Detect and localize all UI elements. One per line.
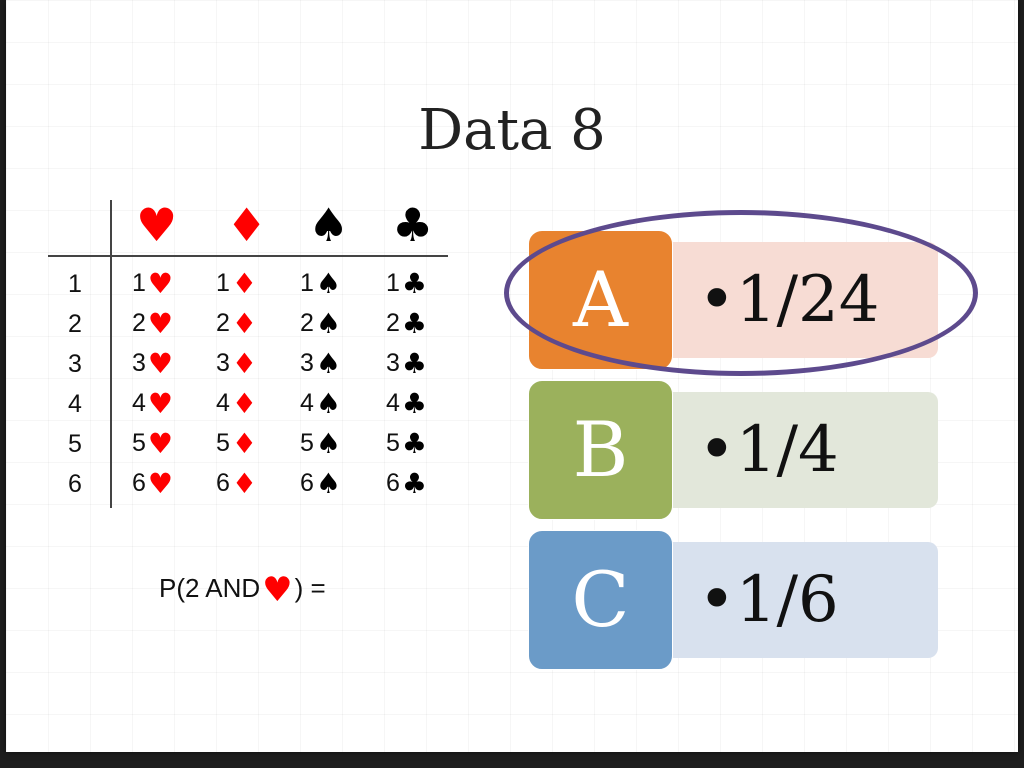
row-label: 1: [68, 270, 82, 298]
diamond-icon: ♦: [231, 347, 258, 380]
table-cell: 4♥: [132, 387, 174, 420]
table-cell: 3♠: [300, 347, 342, 380]
heart-icon: ♥: [147, 427, 174, 460]
diamond-icon: ♦: [231, 267, 258, 300]
option-letter: C: [528, 530, 673, 670]
heart-icon: ♥: [147, 387, 174, 420]
spade-icon: ♠: [315, 427, 342, 460]
diamond-icon: ♦: [226, 198, 268, 252]
spade-icon: ♠: [315, 267, 342, 300]
option-value: •1/6: [698, 563, 839, 637]
table-cell: 5♦: [216, 427, 258, 460]
table-cell: 1♥: [132, 267, 174, 300]
club-icon: ♣: [401, 347, 428, 380]
slide-title: Data 8: [418, 98, 606, 163]
club-icon: ♣: [401, 387, 428, 420]
spade-icon: ♠: [315, 307, 342, 340]
table-cell: 2♥: [132, 307, 174, 340]
option-letter: B: [528, 380, 673, 520]
table-cell: 3♣: [386, 347, 428, 380]
table-cell: 6♥: [132, 467, 174, 500]
slide: Data 8 ♥ ♦ ♠ ♣ 1 2 3 4 5 6 1♥ 1♦ 1♠ 1♣ 2…: [6, 0, 1018, 752]
diamond-icon: ♦: [231, 427, 258, 460]
table-cell: 3♥: [132, 347, 174, 380]
table-cell: 1♦: [216, 267, 258, 300]
row-label: 5: [68, 430, 82, 458]
heart-icon: ♥: [147, 347, 174, 380]
row-label: 3: [68, 350, 82, 378]
table-cell: 1♣: [386, 267, 428, 300]
spade-icon: ♠: [315, 387, 342, 420]
table-cell: 5♥: [132, 427, 174, 460]
spade-icon: ♠: [308, 198, 350, 252]
table-cell: 2♣: [386, 307, 428, 340]
club-icon: ♣: [401, 307, 428, 340]
heart-icon: ♥: [147, 267, 174, 300]
row-label: 6: [68, 470, 82, 498]
club-icon: ♣: [401, 467, 428, 500]
diamond-icon: ♦: [231, 467, 258, 500]
table-vertical-divider: [110, 200, 112, 508]
probability-formula: P(2 AND♥) =: [159, 570, 326, 610]
table-cell: 5♠: [300, 427, 342, 460]
table-cell: 4♣: [386, 387, 428, 420]
table-cell: 2♦: [216, 307, 258, 340]
formula-prefix: P(2 AND: [159, 573, 261, 603]
table-cell: 6♦: [216, 467, 258, 500]
heart-icon: ♥: [147, 467, 174, 500]
table-cell: 2♠: [300, 307, 342, 340]
formula-suffix: ) =: [294, 573, 326, 603]
table-horizontal-divider: [48, 255, 448, 257]
answer-option-b[interactable]: B •1/4: [528, 380, 938, 520]
diamond-icon: ♦: [231, 307, 258, 340]
option-value: •1/4: [698, 413, 839, 487]
heart-icon: ♥: [136, 198, 178, 252]
option-value-box: [658, 392, 938, 508]
row-label: 4: [68, 390, 82, 418]
heart-icon: ♥: [262, 570, 293, 610]
table-cell: 3♦: [216, 347, 258, 380]
spade-icon: ♠: [315, 347, 342, 380]
club-icon: ♣: [401, 427, 428, 460]
club-icon: ♣: [392, 198, 434, 252]
table-cell: 6♠: [300, 467, 342, 500]
answer-highlight-ellipse: [504, 210, 978, 376]
row-label: 2: [68, 310, 82, 338]
suit-table: ♥ ♦ ♠ ♣ 1 2 3 4 5 6 1♥ 1♦ 1♠ 1♣ 2♥ 2♦ 2♠…: [48, 200, 452, 510]
diamond-icon: ♦: [231, 387, 258, 420]
option-value-box: [658, 542, 938, 658]
table-cell: 6♣: [386, 467, 428, 500]
answer-option-c[interactable]: C •1/6: [528, 530, 938, 670]
spade-icon: ♠: [315, 467, 342, 500]
table-cell: 4♦: [216, 387, 258, 420]
heart-icon: ♥: [147, 307, 174, 340]
club-icon: ♣: [401, 267, 428, 300]
table-cell: 4♠: [300, 387, 342, 420]
table-cell: 5♣: [386, 427, 428, 460]
table-cell: 1♠: [300, 267, 342, 300]
